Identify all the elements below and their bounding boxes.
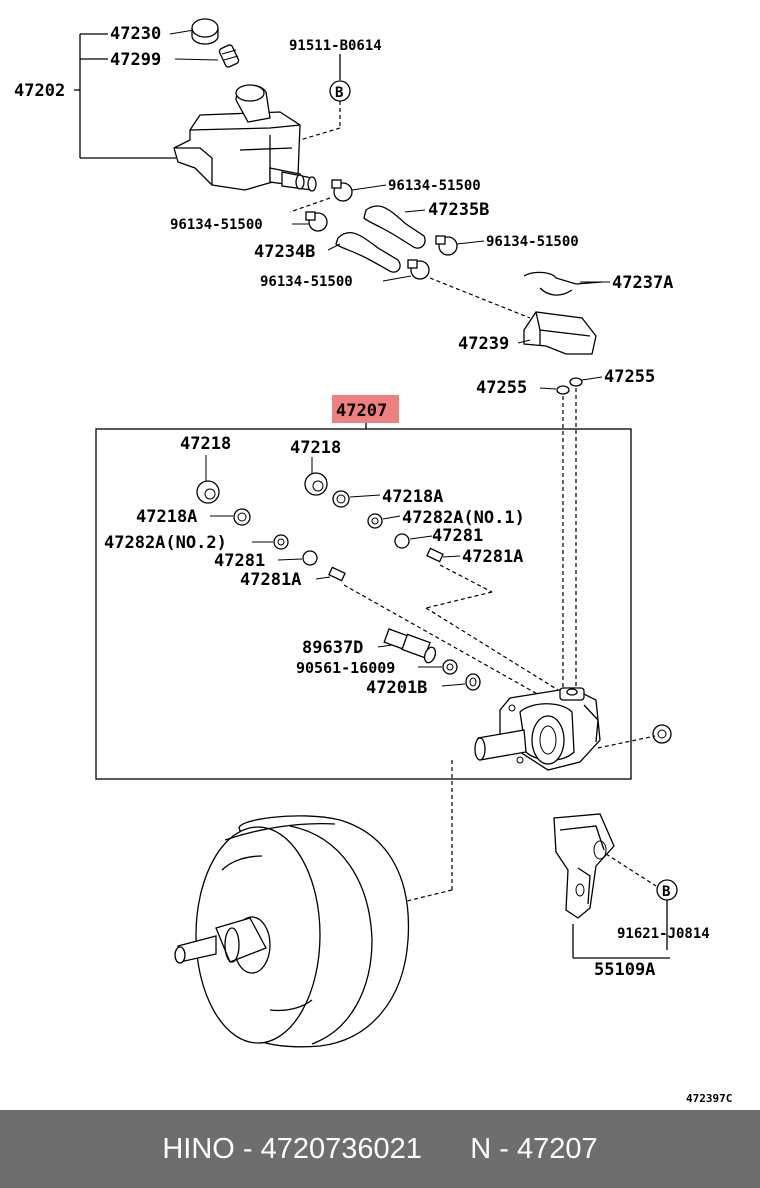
hose-47234b xyxy=(327,232,401,273)
mount-nut xyxy=(652,724,672,744)
callout-47282a-no1: 47282A(NO.1) xyxy=(402,508,525,528)
parts-diagram: 47230 47299 47202 91511-B0614 B 96134-51… xyxy=(14,18,733,1105)
callout-47235b: 47235B xyxy=(428,200,489,220)
reservoir-strainer xyxy=(218,44,240,68)
hose-clamp xyxy=(435,235,485,256)
union-bolt-left xyxy=(196,455,220,504)
hose-clamp xyxy=(292,211,328,232)
callout-96134-51500-b: 96134-51500 xyxy=(170,217,263,233)
callout-47230: 47230 xyxy=(110,24,161,44)
bleeder-47281a-right xyxy=(426,547,461,563)
callout-55109a: 55109A xyxy=(594,960,655,980)
callout-91621-j0814: 91621-J0814 xyxy=(617,926,710,942)
gasket-47218a-right xyxy=(332,490,381,508)
ref-b-top: B xyxy=(335,85,343,101)
footer-bar: HINO - 4720736021 N - 47207 xyxy=(0,1110,760,1188)
bracket-55109a xyxy=(553,813,615,919)
reservoir-bracket-part xyxy=(517,311,597,355)
washer-47255 xyxy=(569,377,583,387)
callout-47281-left: 47281 xyxy=(214,551,265,571)
callout-90561-16009: 90561-16009 xyxy=(296,659,395,677)
callout-47237a: 47237A xyxy=(612,273,673,293)
hose-clamp xyxy=(331,179,387,202)
spring-clip xyxy=(523,271,610,296)
callout-47218-left: 47218 xyxy=(180,434,231,454)
reservoir-cap xyxy=(191,18,219,45)
callout-47218-right: 47218 xyxy=(290,438,341,458)
footer-brand: HINO xyxy=(162,1132,235,1165)
bleeder-47281a-left xyxy=(315,566,346,582)
diagram-code: 472397C xyxy=(686,1092,732,1105)
callout-47255-right: 47255 xyxy=(604,367,655,387)
callout-47234b: 47234B xyxy=(254,242,315,262)
footer-part-number: 4720736021 xyxy=(260,1132,422,1165)
gasket-47218a-left xyxy=(210,508,251,526)
callout-47282a-no2: 47282A(NO.2) xyxy=(104,533,227,553)
washer-90561 xyxy=(418,659,458,675)
plug-47281-left xyxy=(277,550,318,566)
union-bolt-right xyxy=(304,457,328,496)
washer-47255 xyxy=(556,385,570,395)
callout-47281a-right: 47281A xyxy=(462,547,523,567)
master-cylinder-highlight xyxy=(332,395,399,423)
callout-91511-b0614: 91511-B0614 xyxy=(289,38,382,54)
callout-47255-left: 47255 xyxy=(476,378,527,398)
reservoir-bracket xyxy=(74,29,219,159)
level-switch-89637d xyxy=(377,628,437,664)
callout-47239: 47239 xyxy=(458,334,509,354)
callout-47202: 47202 xyxy=(14,81,65,101)
callout-47207: 47207 xyxy=(336,401,387,421)
callout-47281-right: 47281 xyxy=(432,526,483,546)
hose-clamp xyxy=(382,259,430,282)
footer-ref: N - 47207 xyxy=(470,1132,598,1165)
master-cylinder xyxy=(474,687,601,771)
callout-47281a-left: 47281A xyxy=(240,570,301,590)
footer-gap xyxy=(422,1133,470,1166)
callout-96134-51500-d: 96134-51500 xyxy=(260,274,353,290)
ref-b-top-circle xyxy=(329,80,351,102)
reservoir-tank xyxy=(173,84,317,192)
o-ring-47201b xyxy=(441,673,481,691)
brake-booster xyxy=(174,815,410,1048)
callout-47218a-left: 47218A xyxy=(136,507,197,527)
union-47282a-no2 xyxy=(252,534,289,550)
ref-b-bottom: B xyxy=(662,884,670,900)
hose-47235b xyxy=(363,205,426,249)
callout-89637d: 89637D xyxy=(302,638,363,658)
master-cylinder-group-box xyxy=(95,428,632,780)
plug-47281-right xyxy=(394,533,433,549)
footer-sep: - xyxy=(234,1132,261,1165)
callout-96134-51500-c: 96134-51500 xyxy=(486,234,579,250)
callout-96134-51500-a: 96134-51500 xyxy=(388,178,481,194)
callout-47299: 47299 xyxy=(110,50,161,70)
union-47282a-no1 xyxy=(367,513,401,529)
callout-47218a-right: 47218A xyxy=(382,487,443,507)
callout-47201b: 47201B xyxy=(366,678,427,698)
